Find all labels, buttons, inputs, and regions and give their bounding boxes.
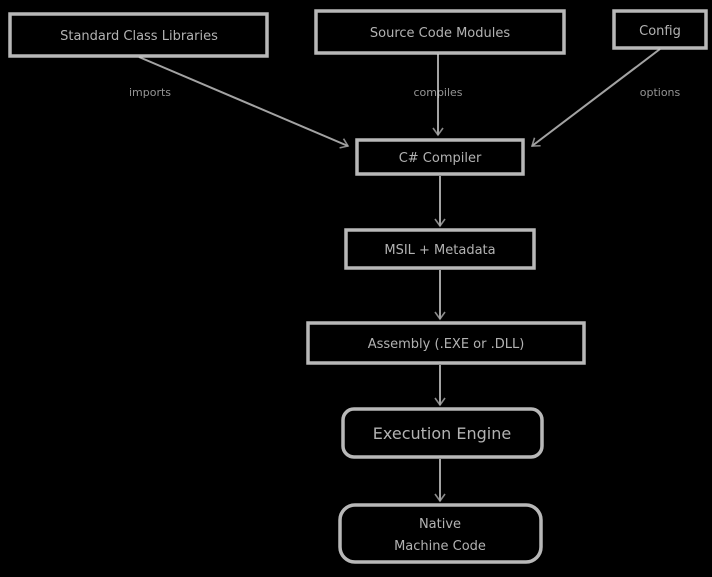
node-native: Native Machine Code <box>338 503 543 564</box>
edge-left-source-to-compiler: imports <box>129 56 350 149</box>
source-box-middle-label: Source Code Modules <box>370 26 510 41</box>
node-compiler-label: C# Compiler <box>399 151 482 166</box>
edge-middle-source-to-compiler: compiles <box>413 54 463 137</box>
edge-right-source-to-compiler: options <box>530 48 681 147</box>
node-assembly-label: Assembly (.EXE or .DLL) <box>368 337 525 352</box>
node-native-label-line2: Machine Code <box>394 539 486 554</box>
node-compiler: C# Compiler <box>355 138 525 176</box>
source-box-right-label: Config <box>639 24 681 39</box>
edge-label-options: options <box>640 86 681 99</box>
node-intermediate: MSIL + Metadata <box>344 228 536 270</box>
edge-label-imports: imports <box>129 86 171 99</box>
edge-label-compiles: compiles <box>413 86 462 99</box>
node-engine: Execution Engine <box>341 407 544 459</box>
node-assembly: Assembly (.EXE or .DLL) <box>306 321 586 365</box>
source-box-right: Config <box>612 9 708 50</box>
node-native-label-line1: Native <box>419 517 461 532</box>
node-intermediate-label: MSIL + Metadata <box>384 243 495 258</box>
node-engine-label: Execution Engine <box>373 424 511 443</box>
source-box-middle: Source Code Modules <box>314 9 566 55</box>
source-box-left: Standard Class Libraries <box>8 12 269 58</box>
source-box-left-label: Standard Class Libraries <box>60 29 218 44</box>
